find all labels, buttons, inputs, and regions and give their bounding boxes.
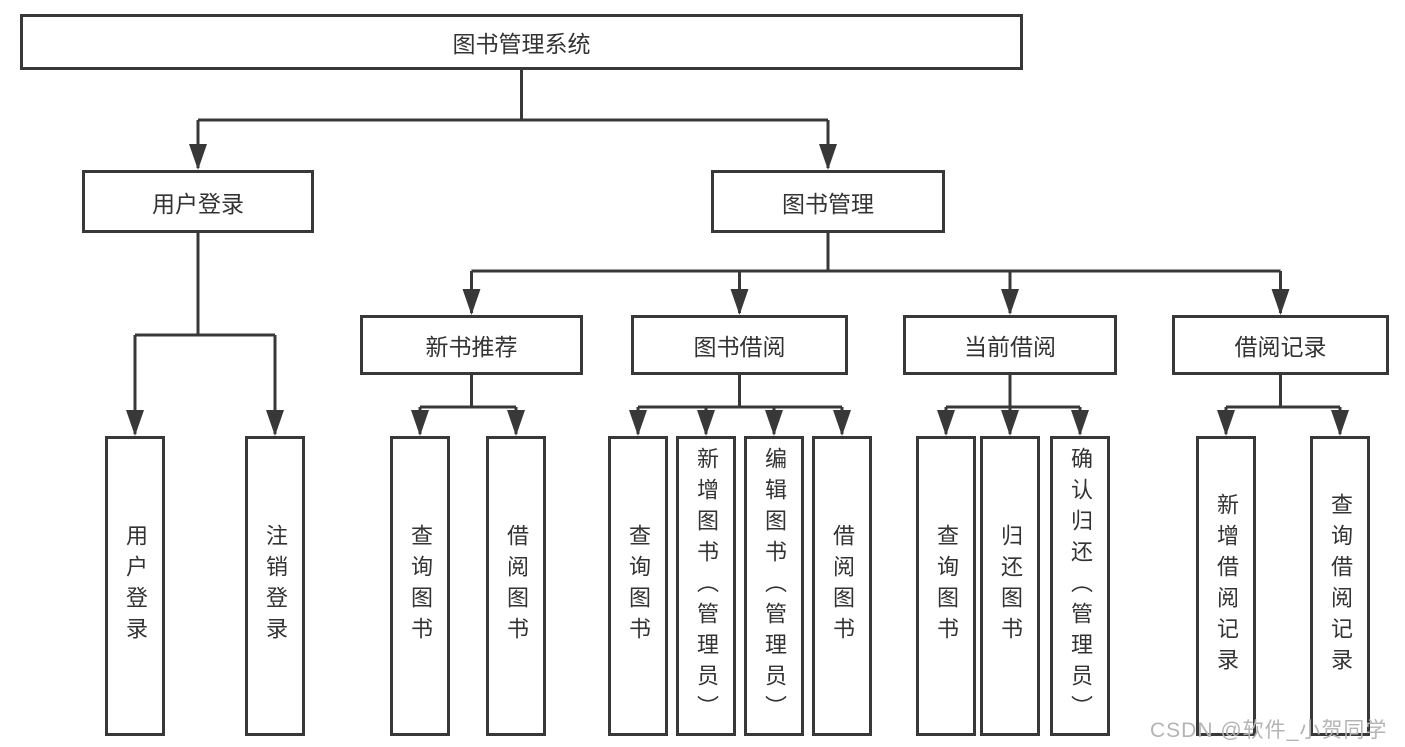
connector-root-split [189, 70, 837, 170]
node-book-borrow: 图书借阅 [631, 315, 848, 375]
node-borrow-record: 借阅记录 [1172, 315, 1389, 375]
leaf-borrow-book-2: 借阅图书 [812, 436, 872, 736]
node-user-login: 用户登录 [82, 170, 314, 233]
connector-book-borrow-split [629, 375, 851, 436]
leaf-add-book-admin: 新增图书（管理员） [676, 436, 736, 736]
connector-new-book-split [411, 375, 525, 436]
leaf-return-book: 归还图书 [980, 436, 1040, 736]
node-book-management: 图书管理 [711, 170, 945, 233]
csdn-watermark: CSDN @软件_小贺同学 [1150, 719, 1388, 742]
leaf-query-book-1: 查询图书 [390, 436, 450, 736]
connector-book-management-split [462, 233, 1290, 315]
connector-user-login-split [126, 233, 284, 436]
leaf-user-login: 用户登录 [105, 436, 165, 736]
connector-borrow-record-split [1217, 375, 1349, 436]
leaf-borrow-book-1: 借阅图书 [486, 436, 546, 736]
leaf-edit-book-admin: 编辑图书（管理员） [744, 436, 804, 736]
node-current-borrow: 当前借阅 [903, 315, 1117, 375]
leaf-confirm-return-admin: 确认归还（管理员） [1050, 436, 1110, 736]
leaf-logout: 注销登录 [245, 436, 305, 736]
node-new-book-recommend: 新书推荐 [360, 315, 583, 375]
leaf-query-book-2: 查询图书 [608, 436, 668, 736]
connector-current-borrow-split [937, 375, 1089, 436]
leaf-query-book-3: 查询图书 [916, 436, 976, 736]
leaf-query-borrow-record: 查询借阅记录 [1310, 436, 1370, 736]
node-library-management-system: 图书管理系统 [20, 14, 1023, 70]
leaf-add-borrow-record: 新增借阅记录 [1196, 436, 1256, 736]
